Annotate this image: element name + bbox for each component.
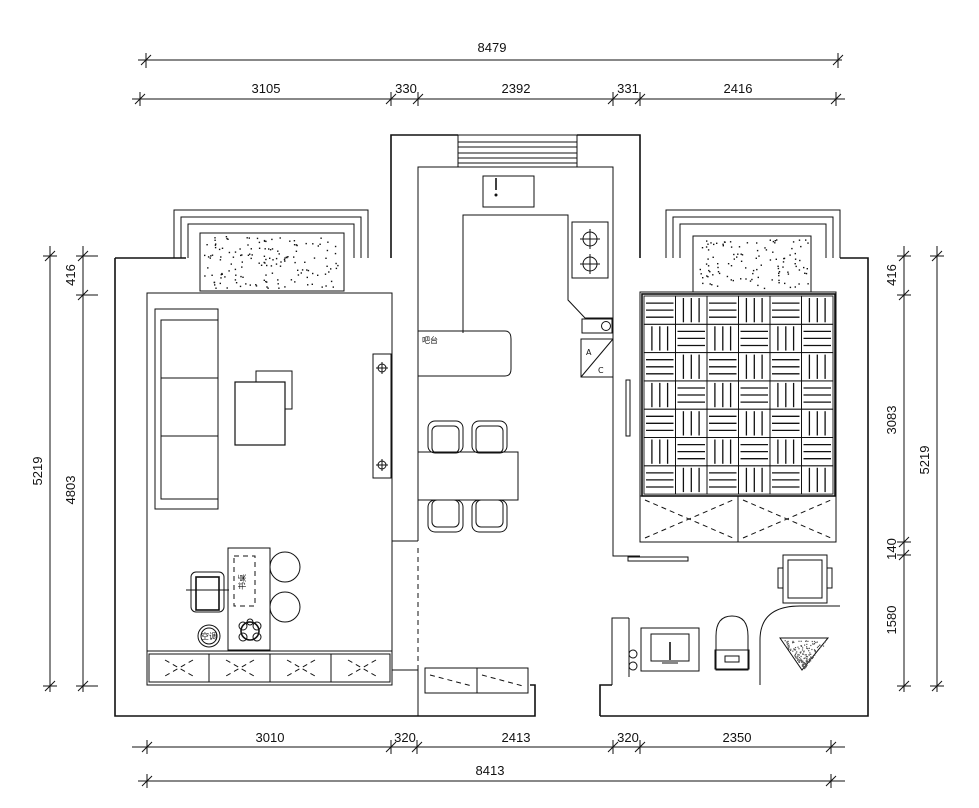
- balcony-floor-left: [199, 232, 345, 292]
- right-dimensions: 416 3083 140 1580 5219: [884, 246, 944, 692]
- round-item: 空调: [197, 624, 221, 648]
- plant-icon: [238, 618, 262, 642]
- dim-left-a: 416: [63, 264, 78, 286]
- kitchen-counter: 吧台: [418, 214, 613, 377]
- bathroom-sink: [628, 627, 700, 672]
- top-dimensions: 8479 3105 330 2392 331 2416: [132, 40, 845, 106]
- round-item-label: 空调: [201, 631, 217, 641]
- dim-top-total: 8479: [478, 40, 507, 55]
- dim-right-1: 416: [884, 264, 899, 286]
- balcony-floor-right: [692, 235, 812, 293]
- washing-machine: [777, 554, 833, 604]
- ac-label-a: A: [586, 348, 592, 357]
- dim-left-outer: 5219: [30, 457, 45, 486]
- dining-set: [417, 420, 519, 533]
- dim-right-2: 3083: [884, 406, 899, 435]
- dim-bottom-4: 320: [617, 730, 639, 745]
- dim-top-5: 2416: [724, 81, 753, 96]
- tv-cabinet: [372, 353, 392, 479]
- range-hood-icon: [581, 318, 613, 334]
- sofa: [154, 308, 219, 510]
- toilet-icon: [714, 615, 750, 671]
- dim-bottom-2: 320: [394, 730, 416, 745]
- armchair: [186, 571, 229, 613]
- dim-bottom-3: 2413: [502, 730, 531, 745]
- dim-bottom-total: 8413: [476, 763, 505, 778]
- dim-top-1: 3105: [252, 81, 281, 96]
- ac-label-c: C: [598, 366, 604, 375]
- shower-area: [759, 605, 840, 685]
- kitchen-sink: [482, 175, 535, 208]
- low-cabinet-living: [146, 650, 393, 686]
- bar-counter-label: 吧台: [422, 335, 438, 345]
- bed: [639, 293, 837, 543]
- dim-bottom-5: 2350: [723, 730, 752, 745]
- dim-top-4: 331: [617, 81, 639, 96]
- coffee-table: [234, 370, 293, 446]
- desk-label: 书桌: [237, 574, 247, 590]
- stove-icon: [571, 221, 609, 279]
- dim-top-3: 2392: [502, 81, 531, 96]
- dim-left-b: 4803: [63, 476, 78, 505]
- dim-top-2: 330: [395, 81, 417, 96]
- bottom-dimensions: 3010 320 2413 320 2350 8413: [132, 730, 845, 788]
- left-dimensions: 5219 416 4803: [30, 246, 98, 692]
- dim-bottom-1: 3010: [256, 730, 285, 745]
- dim-right-outer: 5219: [917, 446, 932, 475]
- dim-right-4: 1580: [884, 606, 899, 635]
- dim-right-3: 140: [884, 538, 899, 560]
- walls: [114, 134, 869, 717]
- air-conditioner: A C: [580, 338, 614, 378]
- desk-area: 书桌: [227, 547, 301, 651]
